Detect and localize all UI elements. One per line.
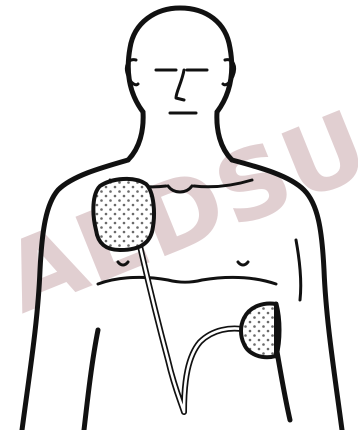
watermark-text: AEDSU [0, 89, 358, 335]
head-outline [128, 8, 232, 112]
upper-right-chest-pad [93, 179, 154, 250]
nose [176, 70, 184, 100]
pad-electrode-lower [241, 304, 276, 358]
neck-left [128, 112, 143, 160]
watermark: AEDSU [0, 89, 358, 335]
right-side-line [296, 240, 301, 300]
pad-electrode-upper [93, 179, 154, 250]
left-inner-arm [84, 330, 98, 430]
head [126, 8, 234, 113]
right-nipple [238, 262, 248, 265]
lower-left-side-pad [241, 304, 279, 358]
